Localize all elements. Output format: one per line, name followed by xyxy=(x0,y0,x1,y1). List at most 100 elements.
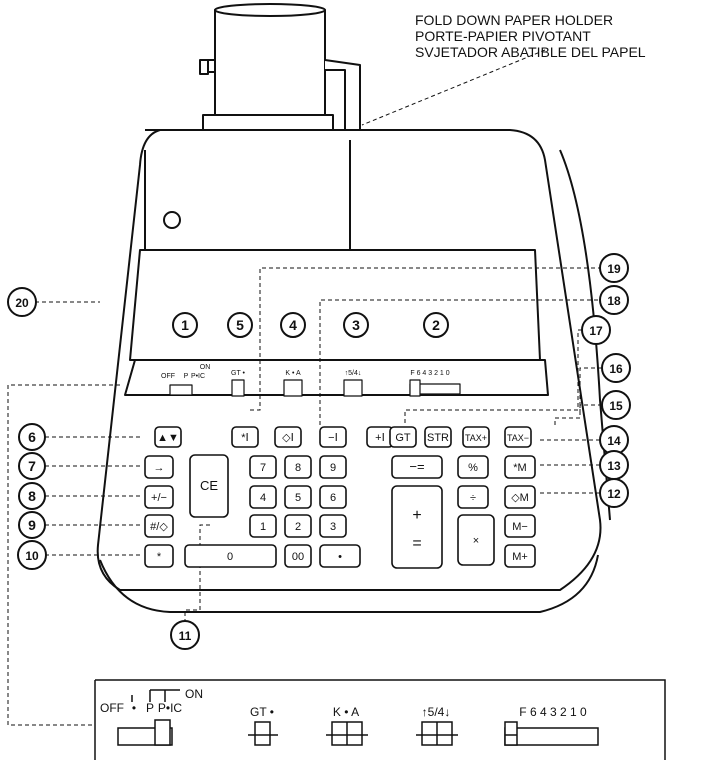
switch-panel-detail: OFF • P P•IC ON GT • K • A ↑5/4↓ F 6 4 3… xyxy=(94,679,666,760)
panel-on-label: ON xyxy=(200,364,211,371)
key-8[interactable]: 8 xyxy=(295,462,301,474)
svg-text:19: 19 xyxy=(607,262,621,276)
key-equals[interactable]: = xyxy=(412,535,421,552)
key-00[interactable]: 00 xyxy=(292,551,304,563)
svg-text:9: 9 xyxy=(28,517,36,533)
key-plus[interactable]: + xyxy=(412,507,421,524)
paper-holder-label-en: FOLD DOWN PAPER HOLDER xyxy=(415,12,614,28)
svg-text:7: 7 xyxy=(28,458,36,474)
callout-9: 9 xyxy=(18,511,46,539)
detail-ka-label: K • A xyxy=(333,705,359,719)
callout-4: 4 xyxy=(280,312,306,338)
svg-text:13: 13 xyxy=(607,459,621,473)
callout-12: 12 xyxy=(599,478,629,508)
callout-14: 14 xyxy=(599,425,629,455)
callout-19: 19 xyxy=(599,253,629,283)
callout-18: 18 xyxy=(599,285,629,315)
paper-holder-label: FOLD DOWN PAPER HOLDER PORTE-PAPIER PIVO… xyxy=(415,12,646,60)
callout-17: 17 xyxy=(581,315,611,345)
key-divide[interactable]: ÷ xyxy=(470,492,476,504)
svg-text:3: 3 xyxy=(352,317,360,333)
callout-2: 2 xyxy=(423,312,449,338)
callout-16: 16 xyxy=(601,353,631,383)
detail-dot-label: • xyxy=(132,701,136,715)
paper-holder-label-fr: PORTE-PAPIER PIVOTANT xyxy=(415,28,591,44)
callout-5: 5 xyxy=(227,312,253,338)
key-dot[interactable]: • xyxy=(338,551,342,563)
svg-text:20: 20 xyxy=(15,296,29,310)
svg-text:1: 1 xyxy=(181,317,189,333)
detail-round-label: ↑5/4↓ xyxy=(422,705,451,719)
paper-holder-label-es: SVJETADOR ABATIBLE DEL PAPEL xyxy=(415,44,646,60)
key-diamond-total[interactable]: ◇Ⅰ xyxy=(282,432,294,444)
panel-gt-label: GT • xyxy=(231,370,246,377)
key-minus-equals[interactable]: −= xyxy=(409,459,424,474)
key-9[interactable]: 9 xyxy=(330,462,336,474)
switch-panel xyxy=(169,379,461,397)
detail-off-label: OFF xyxy=(100,701,124,715)
detail-p-label: P xyxy=(146,701,154,715)
callout-13: 13 xyxy=(599,450,629,480)
panel-p-label: P xyxy=(184,373,189,380)
svg-text:8: 8 xyxy=(28,488,36,504)
key-percent[interactable]: % xyxy=(468,462,478,474)
callout-8: 8 xyxy=(18,482,46,510)
svg-text:11: 11 xyxy=(179,629,192,643)
callout-11: 11 xyxy=(170,620,200,650)
key-4[interactable]: 4 xyxy=(260,492,266,504)
callout-3: 3 xyxy=(343,312,369,338)
key-times[interactable]: × xyxy=(473,535,479,547)
key-1[interactable]: 1 xyxy=(260,521,266,533)
key-memory-plus[interactable]: M+ xyxy=(512,551,528,563)
detail-on-label: ON xyxy=(185,687,203,701)
detail-pic-label: P•IC xyxy=(158,701,183,715)
svg-text:17: 17 xyxy=(589,324,603,338)
key-mul-memory[interactable]: *M xyxy=(513,462,526,474)
key-paper-feed[interactable]: ▲▼ xyxy=(157,432,179,444)
callout-6: 6 xyxy=(18,423,46,451)
key-hash[interactable]: #/◇ xyxy=(150,521,168,533)
svg-text:14: 14 xyxy=(607,434,621,448)
key-5[interactable]: 5 xyxy=(295,492,301,504)
panel-round-label: ↑5/4↓ xyxy=(345,370,362,377)
panel-pic-label: P•IC xyxy=(191,373,205,380)
key-sign[interactable]: +/− xyxy=(151,492,167,504)
detail-decimal-label: F 6 4 3 2 1 0 xyxy=(519,705,587,719)
callout-20: 20 xyxy=(7,287,37,317)
callout-1: 1 xyxy=(172,312,198,338)
key-3[interactable]: 3 xyxy=(330,521,336,533)
key-plus-total[interactable]: +Ⅰ xyxy=(375,432,385,444)
key-7[interactable]: 7 xyxy=(260,462,266,474)
key-gt[interactable]: GT xyxy=(395,432,411,444)
key-0[interactable]: 0 xyxy=(227,551,233,563)
panel-off-label: OFF xyxy=(161,373,175,380)
svg-text:2: 2 xyxy=(432,317,440,333)
svg-text:15: 15 xyxy=(609,399,623,413)
svg-text:4: 4 xyxy=(289,317,297,333)
key-non-add[interactable]: *Ⅰ xyxy=(241,432,249,444)
key-6[interactable]: 6 xyxy=(330,492,336,504)
key-minus-total[interactable]: −Ⅰ xyxy=(328,432,338,444)
key-2[interactable]: 2 xyxy=(295,521,301,533)
svg-text:16: 16 xyxy=(609,362,623,376)
svg-text:10: 10 xyxy=(25,549,39,563)
key-tax-plus[interactable]: TAX+ xyxy=(465,433,487,443)
callout-10: 10 xyxy=(17,540,47,570)
key-ce[interactable]: CE xyxy=(200,478,218,493)
panel-ka-label: K • A xyxy=(285,370,301,377)
keypad xyxy=(144,426,536,569)
callout-15: 15 xyxy=(601,390,631,420)
key-store[interactable]: STR xyxy=(427,432,449,444)
panel-decimal-label: F 6 4 3 2 1 0 xyxy=(410,370,449,377)
key-total[interactable]: * xyxy=(157,551,162,563)
key-tax-minus[interactable]: TAX− xyxy=(507,433,529,443)
svg-text:12: 12 xyxy=(607,487,621,501)
detail-gt-label: GT • xyxy=(250,705,274,719)
key-diamond-memory[interactable]: ◇M xyxy=(511,492,529,504)
key-backspace[interactable]: → xyxy=(154,462,165,474)
key-memory-minus[interactable]: M− xyxy=(512,521,528,533)
svg-text:18: 18 xyxy=(607,294,621,308)
svg-text:5: 5 xyxy=(236,317,244,333)
callout-7: 7 xyxy=(18,452,46,480)
